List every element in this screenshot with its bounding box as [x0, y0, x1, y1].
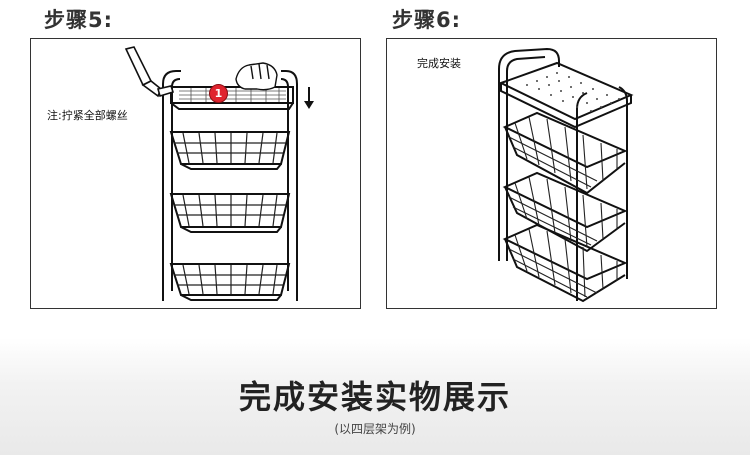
step6-rack-illustration: [498, 47, 634, 303]
step5-note: 注:拧紧全部螺丝: [47, 109, 128, 122]
hand-icon: [235, 62, 278, 91]
step6-caption: 完成安装: [417, 57, 461, 70]
step6-title: 步骤6:: [392, 8, 462, 32]
step6-panel: 完成安装: [386, 38, 717, 309]
showcase-title: 完成安装实物展示: [238, 378, 511, 416]
step-marker-number: 1: [214, 87, 223, 100]
step5-panel: 1 注:拧紧全部螺丝: [30, 38, 361, 309]
step-marker-badge: 1: [209, 84, 228, 103]
down-arrow-icon: [304, 87, 314, 109]
step5-title: 步骤5:: [44, 8, 114, 32]
hex-wrench-icon: [124, 46, 175, 98]
showcase-banner: [0, 338, 750, 455]
showcase-subtitle: (以四层架为例): [334, 422, 416, 436]
step5-rack-illustration: [124, 46, 314, 301]
